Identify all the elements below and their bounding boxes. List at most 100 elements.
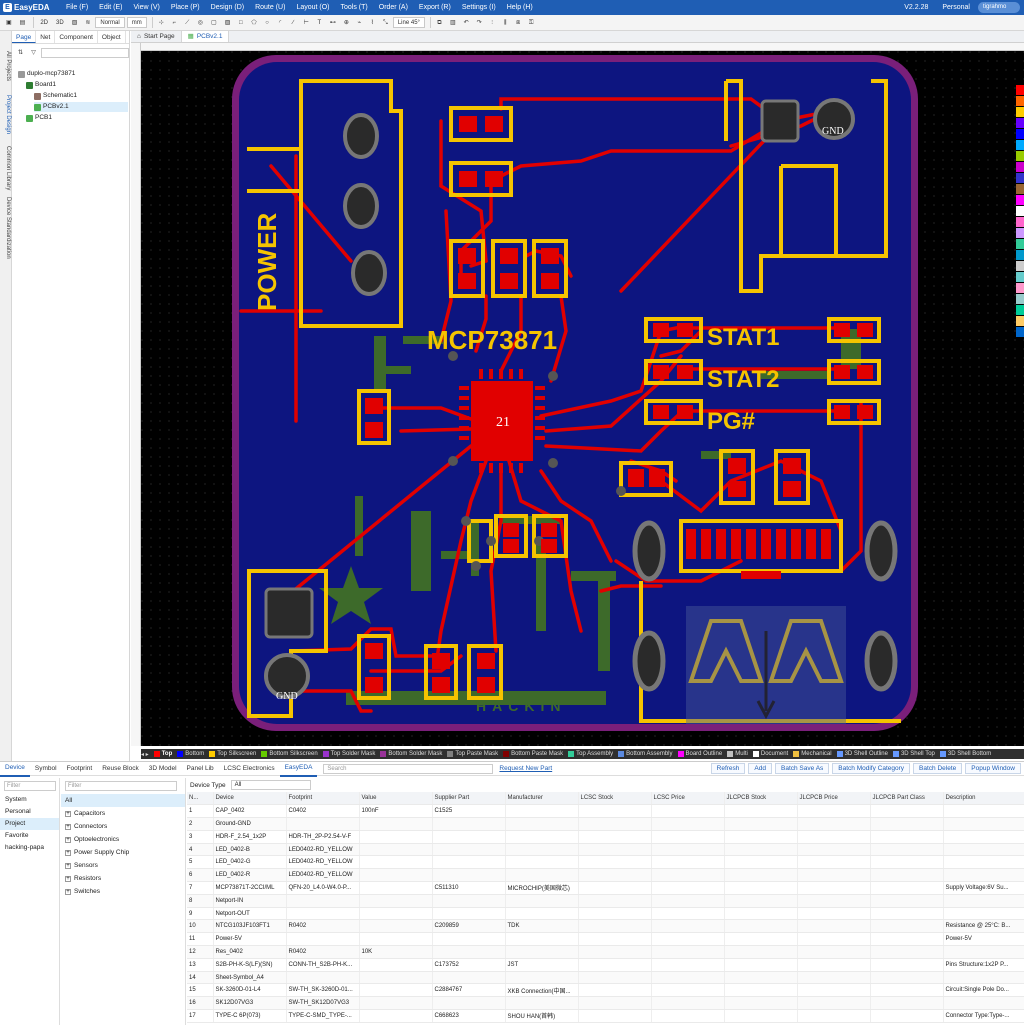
library-item-hacking-papa[interactable]: hacking-papa [5, 844, 45, 851]
layer-item[interactable]: Bottom Paste Mask [503, 751, 563, 757]
expand-icon[interactable]: + [65, 849, 71, 856]
tree-item-pcbv21[interactable]: PCBv2.1 [34, 102, 128, 112]
wire-icon[interactable]: ⌐ [172, 20, 177, 26]
drc-icon[interactable]: ⌁ [357, 20, 362, 26]
color-swatch[interactable] [1016, 305, 1024, 315]
unit-select[interactable]: mm [126, 17, 147, 28]
tab-device[interactable]: Device [0, 761, 30, 777]
color-swatch[interactable] [1016, 206, 1024, 216]
route-icon[interactable]: ⟋ [185, 20, 190, 26]
project-search-input[interactable] [41, 47, 129, 58]
color-swatch[interactable] [1016, 173, 1024, 183]
color-swatch[interactable] [1016, 140, 1024, 150]
rect-icon[interactable]: □ [239, 20, 243, 26]
layer-item[interactable]: Top Assembly [568, 751, 613, 757]
menu-export[interactable]: Export (R) [418, 4, 451, 11]
group-icon[interactable]: ⧈ [516, 20, 521, 26]
menu-order[interactable]: Order (A) [378, 4, 408, 11]
tab-pcbv21[interactable]: ▦PCBv2.1 [181, 31, 230, 42]
tree-item-schematic[interactable]: Schematic1 [34, 91, 77, 101]
layer-item[interactable]: Top Paste Mask [447, 751, 498, 757]
column-header[interactable]: N... [187, 792, 214, 806]
plan-dropdown[interactable]: Personal [942, 4, 970, 11]
tab-panel-lib[interactable]: Panel Lib [186, 764, 214, 772]
copy-icon[interactable]: ⧉ [437, 20, 442, 26]
add-button[interactable]: Add [748, 763, 772, 774]
expand-icon[interactable]: + [65, 888, 71, 895]
view-3d-button[interactable]: 3D [56, 20, 64, 26]
column-header[interactable]: Manufacturer [505, 792, 579, 806]
side-tab-device-standardization[interactable]: Device Standardization [5, 197, 11, 259]
tab-footprint[interactable]: Footprint [66, 764, 93, 772]
polygon-icon[interactable]: ⬠ [251, 20, 257, 26]
color-swatch[interactable] [1016, 151, 1024, 161]
column-header[interactable]: Device [213, 792, 287, 806]
tree-item-project[interactable]: duplo-mcp73871 [18, 69, 75, 79]
color-swatch[interactable] [1016, 316, 1024, 326]
color-swatch[interactable] [1016, 294, 1024, 304]
tab-lcsc-electronics[interactable]: LCSC Electronics [223, 764, 275, 772]
layer-item[interactable]: Top Silkscreen [209, 751, 256, 757]
category-sensors[interactable]: +Sensors [61, 859, 185, 872]
image-icon[interactable]: ▧ [71, 20, 78, 26]
lock-icon[interactable]: ⚿ [528, 20, 534, 26]
tab-net[interactable]: Net [36, 31, 56, 43]
select-icon[interactable]: ⊹ [158, 20, 164, 26]
color-swatch[interactable] [1016, 96, 1024, 106]
expand-icon[interactable]: + [65, 836, 71, 843]
popup-window-button[interactable]: Popup Window [965, 763, 1021, 774]
menu-view[interactable]: View (V) [133, 4, 160, 11]
menu-place[interactable]: Place (P) [170, 4, 200, 11]
category-filter-input[interactable]: Filter [65, 781, 177, 791]
view-2d-button[interactable]: 2D [40, 20, 49, 26]
layer-item[interactable]: 3D Shell Top [892, 751, 935, 757]
image-place-icon[interactable]: ▨ [224, 20, 231, 26]
pcb-canvas[interactable]: HACKIN [141, 51, 1024, 746]
layer-item[interactable]: Bottom Assembly [618, 751, 673, 757]
color-swatch[interactable] [1016, 162, 1024, 172]
layer-item[interactable]: Top Solder Mask [322, 751, 375, 757]
tab-reuse-block[interactable]: Reuse Block [102, 764, 139, 772]
layer-item[interactable]: Bottom [177, 751, 204, 757]
column-header[interactable]: Footprint [286, 792, 360, 806]
menu-design[interactable]: Design (D) [210, 4, 245, 11]
category-connectors[interactable]: +Connectors [61, 820, 185, 833]
library-item-system[interactable]: System [5, 796, 27, 803]
route-mode-icon[interactable]: ⤡ [382, 20, 388, 26]
column-header[interactable]: JLCPCB Stock [724, 792, 798, 806]
tab-symbol[interactable]: Symbol [34, 764, 57, 772]
menu-edit[interactable]: Edit (E) [99, 4, 123, 11]
dimension-icon[interactable]: ⊷ [329, 20, 336, 26]
circle-icon[interactable]: ○ [265, 20, 269, 26]
layer-item[interactable]: Mechanical [793, 751, 832, 757]
side-tab-common-library[interactable]: Common Library [5, 146, 11, 191]
view-mode-select[interactable]: Normal [95, 17, 125, 28]
color-swatch[interactable] [1016, 327, 1024, 337]
layer-item[interactable]: Top [153, 751, 172, 757]
batch-modify-category-button[interactable]: Batch Modify Category [832, 763, 911, 774]
tree-item-board[interactable]: Board1 [26, 80, 56, 90]
distribute-icon[interactable]: ⫼ [503, 20, 507, 26]
device-type-select[interactable]: All [230, 780, 311, 790]
new-file-icon[interactable]: ▣ [6, 20, 12, 26]
layer-item[interactable]: Bottom Silkscreen [261, 751, 318, 757]
category-all[interactable]: All [61, 794, 185, 807]
layer-item[interactable]: Board Outline [677, 751, 722, 757]
align-icon[interactable]: ⫶ [491, 20, 493, 26]
menu-help[interactable]: Help (H) [506, 4, 533, 11]
category-switches[interactable]: +Switches [61, 885, 185, 898]
column-header[interactable]: JLCPCB Part Class [870, 792, 944, 806]
category-capacitors[interactable]: +Capacitors [61, 807, 185, 820]
color-swatch[interactable] [1016, 184, 1024, 194]
expand-icon[interactable]: + [65, 862, 71, 869]
side-tab-all-projects[interactable]: All Projects [5, 51, 11, 82]
